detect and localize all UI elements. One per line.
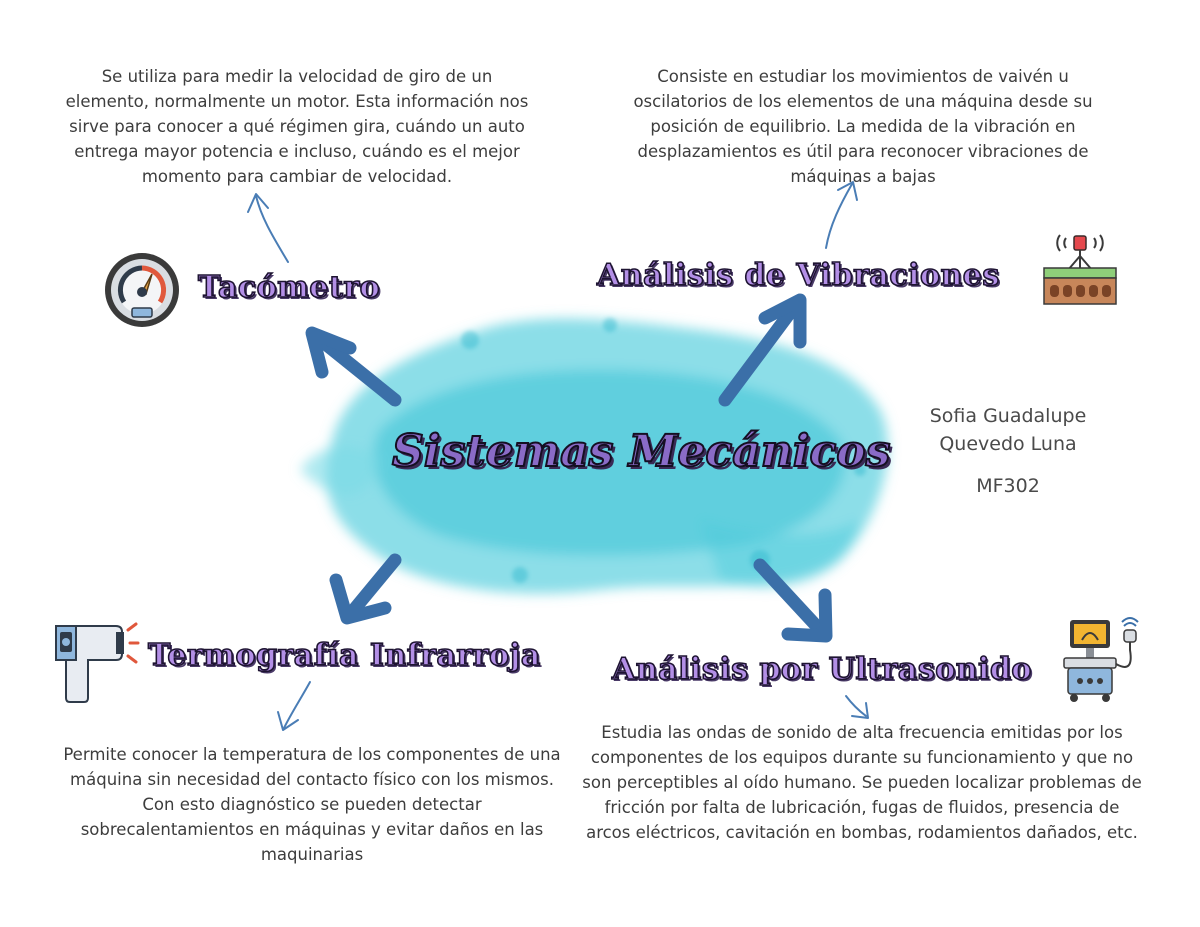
author-block: Sofia Guadalupe Quevedo Luna MF302	[898, 402, 1118, 500]
arrowhead-tacometro	[305, 326, 357, 379]
tachometer-icon	[105, 253, 179, 327]
arrowhead-termografia	[329, 573, 392, 625]
author-name-line1: Sofia Guadalupe	[929, 405, 1087, 427]
thin-arrow-tacometro	[255, 195, 289, 263]
tacometro-title: Tacómetro	[197, 269, 381, 306]
termografia-description: Permite conocer la temperatura de los co…	[63, 745, 561, 864]
thin-arrow-ultrasonido	[845, 695, 867, 717]
vibraciones-title: Análisis de Vibraciones	[596, 257, 1000, 294]
arrowhead-vibraciones	[758, 293, 807, 349]
thin-arrow-termografia	[283, 681, 311, 729]
arrowhead-ultrasonido	[781, 588, 833, 643]
tacometro-description: Se utiliza para medir la velocidad de gi…	[65, 67, 529, 186]
infrared-thermometer-icon	[55, 622, 140, 703]
ultrasound-machine-icon	[1063, 617, 1139, 702]
ultrasonido-title: Análisis por Ultrasonido	[611, 651, 1032, 688]
vibraciones-description: Consiste en estudiar los movimientos de …	[633, 67, 1093, 186]
thin-arrow-vibraciones	[825, 183, 853, 249]
author-group: MF302	[976, 475, 1040, 497]
arrow-to-vibraciones	[718, 299, 802, 407]
ultrasonido-description: Estudia las ondas de sonido de alta frec…	[582, 723, 1142, 842]
central-title: Sistemas Mecánicos	[391, 425, 891, 478]
arrow-to-termografia	[345, 553, 402, 619]
arrow-to-tacometro	[311, 331, 402, 407]
vibration-sensor-icon	[1043, 234, 1117, 305]
termografia-title: Termografía Infrarroja	[147, 637, 541, 674]
author-name-line2: Quevedo Luna	[939, 433, 1077, 455]
arrow-to-ultrasonido	[753, 558, 829, 639]
